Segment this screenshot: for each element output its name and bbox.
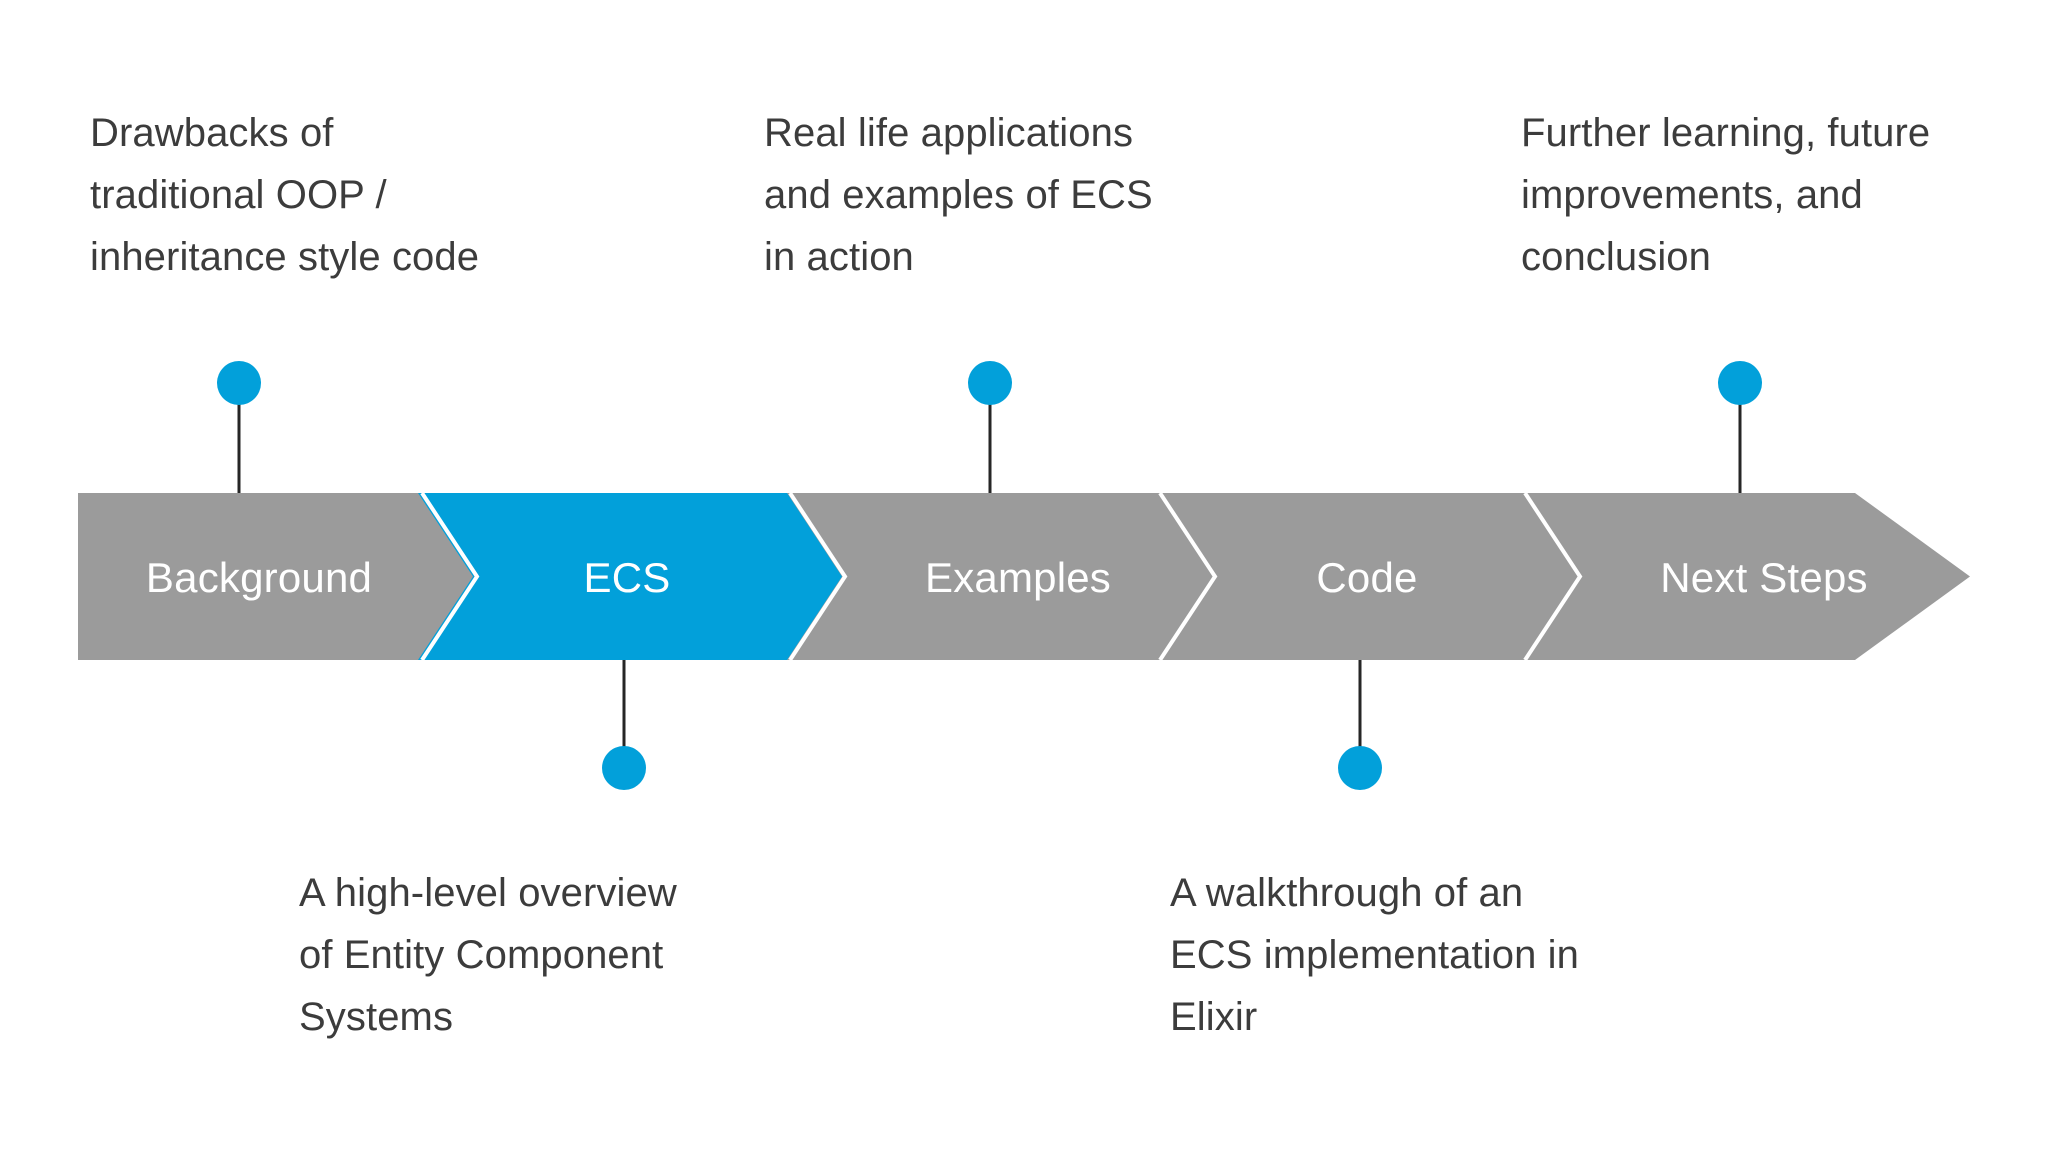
chevron-segment-code[interactable]: [1157, 493, 1580, 660]
callout-text-code: A walkthrough of an ECS implementation i…: [1170, 871, 1579, 1039]
callout-text-background: Drawbacks of traditional OOP / inheritan…: [90, 111, 480, 279]
callout-text-ecs: A high-level overview of Entity Componen…: [299, 871, 677, 1039]
chevron-segment-ecs[interactable]: [418, 493, 845, 660]
chevron-segment-examples[interactable]: [787, 493, 1215, 660]
chevron-label-next-steps: Next Steps: [1660, 554, 1868, 601]
chevron-label-code: Code: [1316, 554, 1418, 601]
chevron-segment-next-steps[interactable]: [1522, 493, 1970, 660]
connector-dot-code[interactable]: [1338, 746, 1382, 790]
connector-dot-next-steps[interactable]: [1718, 361, 1762, 405]
chevron-divider-examples-code: [1158, 491, 1218, 662]
connector-dot-background[interactable]: [217, 361, 261, 405]
callout-text-next-steps: Further learning, future improvements, a…: [1521, 111, 1931, 279]
chevron-segment-background[interactable]: [78, 493, 477, 660]
chevron-divider-ecs-examples: [788, 491, 848, 662]
chevron-divider-code-next: [1523, 491, 1583, 662]
callout-text-examples: Real life applications and examples of E…: [764, 111, 1153, 279]
connector-dot-ecs[interactable]: [602, 746, 646, 790]
chevron-divider-background-ecs: [420, 491, 480, 662]
chevron-label-examples: Examples: [924, 554, 1112, 601]
chevron-label-ecs: ECS: [583, 554, 671, 601]
chevron-label-background: Background: [145, 554, 373, 601]
connector-dot-examples[interactable]: [968, 361, 1012, 405]
